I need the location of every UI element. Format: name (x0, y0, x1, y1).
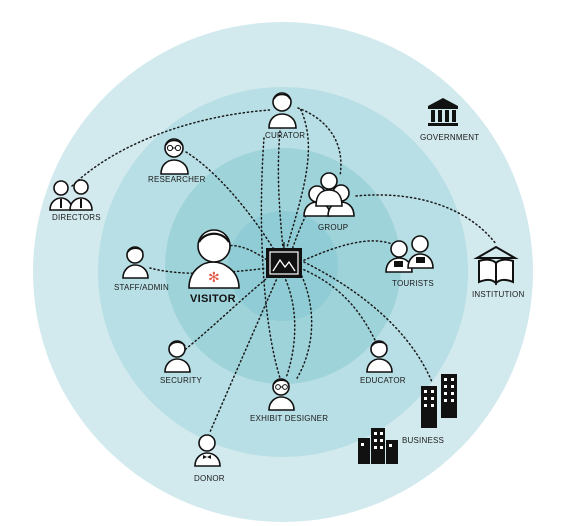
donor-label: DONOR (194, 474, 225, 483)
exhibit-designer-person-glasses-icon (268, 378, 295, 411)
staff-admin-label: STAFF/ADMIN (114, 283, 169, 292)
link-exhibit (283, 275, 296, 379)
link-directors (71, 109, 271, 187)
group-label: GROUP (318, 223, 348, 232)
curator-person-icon (268, 92, 297, 129)
curator-label: CURATOR (265, 131, 305, 140)
researcher-label: RESEARCHER (148, 175, 206, 184)
donor-person-bowtie-icon (194, 434, 221, 467)
government-building-icon (428, 98, 458, 126)
visitor-icon: ✻ (188, 229, 240, 289)
link-curator-2 (283, 107, 310, 259)
link-tourists (299, 240, 393, 263)
link-educator (299, 267, 377, 343)
educator-label: EDUCATOR (360, 376, 406, 385)
link-researcher (185, 151, 279, 257)
link-institution (355, 194, 497, 245)
security-person-icon (164, 340, 191, 373)
visitor-label: VISITOR (190, 293, 236, 305)
researcher-person-glasses-icon (160, 138, 189, 175)
staff-admin-person-icon (122, 246, 149, 279)
connection-lines (71, 107, 497, 433)
institution-label: INSTITUTION (472, 290, 524, 299)
security-label: SECURITY (160, 376, 203, 385)
government-label: GOVERNMENT (420, 133, 479, 142)
svg-text:✻: ✻ (208, 270, 220, 286)
city-buildings-icon (358, 374, 457, 464)
link-business (303, 261, 433, 383)
tourists-label: TOURISTS (392, 279, 434, 288)
directors-label: DIRECTORS (52, 213, 101, 222)
business-label: BUSINESS (402, 436, 444, 445)
open-book-institution-icon (473, 245, 519, 286)
group-icon (303, 172, 355, 217)
link-group-curator (297, 107, 342, 177)
link-donor (209, 275, 279, 433)
exhibit-designer-label: EXHIBIT DESIGNER (250, 414, 328, 423)
directors-icon (49, 179, 93, 211)
framed-picture-icon (266, 242, 302, 278)
educator-person-icon (366, 340, 393, 373)
link-security (181, 273, 273, 353)
tourists-camera-icon (385, 235, 434, 273)
link-exhibit-3 (295, 271, 313, 381)
